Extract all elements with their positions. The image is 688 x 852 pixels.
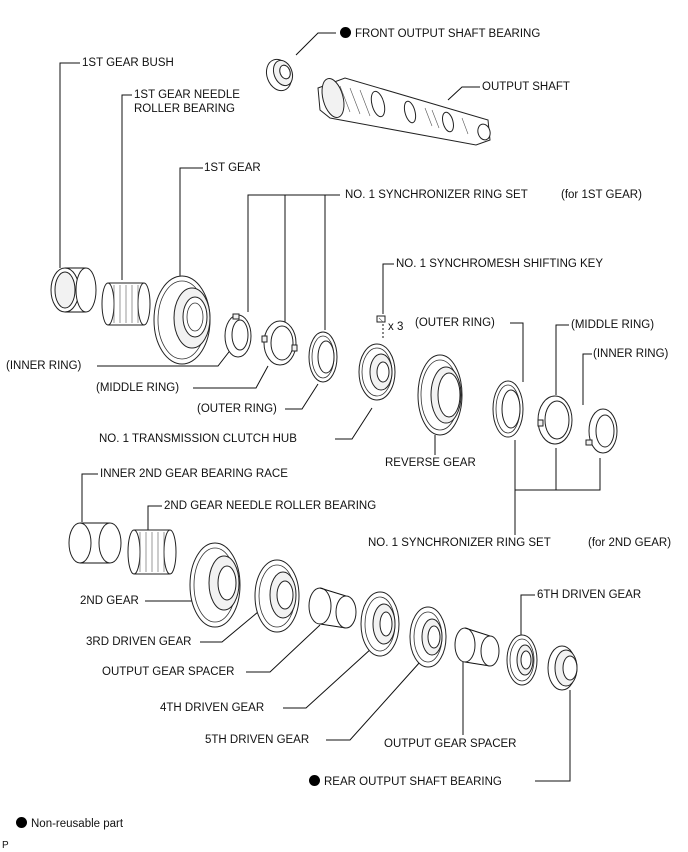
output-spacer-2-drawing xyxy=(454,627,500,667)
leader-front-bearing xyxy=(295,32,336,56)
label-1st-gear: 1ST GEAR xyxy=(204,162,261,174)
1st-inner-ring-drawing xyxy=(224,313,252,358)
reverse-gear-drawing xyxy=(417,354,463,436)
label-1st-needle-bearing-line2: ROLLER BEARING xyxy=(134,103,235,115)
2nd-middle-ring-drawing xyxy=(537,395,573,445)
leader-lines xyxy=(59,32,601,782)
1st-outer-ring-drawing xyxy=(308,331,338,383)
leader-1st-needle-bearing xyxy=(121,94,132,280)
label-output-shaft: OUTPUT SHAFT xyxy=(482,81,570,93)
leader-outer-ring-2 xyxy=(510,322,524,382)
leader-1st-gear xyxy=(179,167,203,280)
leader-output-spacer-1 xyxy=(246,624,321,673)
legend-non-reusable: Non-reusable part xyxy=(16,817,123,831)
leader-inner-ring-2 xyxy=(582,353,592,405)
front-output-shaft-bearing-drawing xyxy=(265,58,294,92)
leader-middle-ring-1 xyxy=(193,365,269,389)
label-inner-ring-2: (INNER RING) xyxy=(593,348,669,360)
leader-rear-bearing xyxy=(535,690,571,782)
shifting-key-drawing xyxy=(376,315,386,340)
label-middle-ring-2: (MIDDLE RING) xyxy=(571,319,655,331)
1st-gear-bush-drawing xyxy=(50,267,97,313)
label-rear-output-shaft-bearing: REAR OUTPUT SHAFT BEARING xyxy=(309,775,502,789)
6th-driven-gear-drawing xyxy=(506,634,538,686)
label-reverse-gear: REVERSE GEAR xyxy=(385,457,476,469)
label-for-2nd-gear: (for 2ND GEAR) xyxy=(588,537,672,549)
leader-1st-gear-bush xyxy=(59,62,80,268)
label-outer-ring-2: (OUTER RING) xyxy=(415,317,495,329)
label-1st-gear-bush: 1ST GEAR BUSH xyxy=(82,57,174,69)
clutch-hub-drawing xyxy=(358,343,396,401)
label-output-gear-spacer-2: OUTPUT GEAR SPACER xyxy=(384,738,517,750)
2nd-outer-ring-drawing xyxy=(492,380,524,438)
leader-5th-driven-gear xyxy=(326,661,421,741)
output-shaft-drawing xyxy=(317,77,491,146)
label-for-1st-gear: (for 1ST GEAR) xyxy=(561,189,642,201)
3rd-driven-gear-drawing xyxy=(254,559,300,633)
corner-code: P xyxy=(2,840,9,851)
2nd-needle-bearing-drawing xyxy=(127,529,177,575)
4th-driven-gear-drawing xyxy=(360,591,400,657)
2nd-gear-drawing xyxy=(189,542,241,628)
label-5th-driven-gear: 5TH DRIVEN GEAR xyxy=(205,734,310,746)
label-3rd-driven-gear: 3RD DRIVEN GEAR xyxy=(86,636,192,648)
label-output-gear-spacer-1: OUTPUT GEAR SPACER xyxy=(102,666,235,678)
rear-output-shaft-bearing-drawing xyxy=(547,645,578,691)
leader-outer-ring-1 xyxy=(285,383,319,410)
label-6th-driven-gear: 6TH DRIVEN GEAR xyxy=(537,589,642,601)
label-2nd-gear: 2ND GEAR xyxy=(80,595,139,607)
label-sync-ring-set-2: NO. 1 SYNCHRONIZER RING SET xyxy=(368,537,551,549)
leader-inner-2nd-race xyxy=(81,473,98,522)
label-middle-ring-1: (MIDDLE RING) xyxy=(96,382,180,394)
non-reusable-dot-icon xyxy=(309,775,320,786)
inner-2nd-race-drawing xyxy=(68,522,122,564)
leader-3rd-driven-gear xyxy=(200,611,259,643)
label-clutch-hub: NO. 1 TRANSMISSION CLUTCH HUB xyxy=(99,433,297,445)
leader-output-shaft xyxy=(447,86,480,101)
non-reusable-dot-icon xyxy=(340,27,351,38)
leader-2nd-needle-bearing xyxy=(147,505,162,530)
leader-inner-ring-1 xyxy=(97,347,233,367)
label-sync-ring-set-1: NO. 1 SYNCHRONIZER RING SET xyxy=(345,189,528,201)
leader-middle-ring-2 xyxy=(555,324,569,395)
leader-sync-set-1 xyxy=(247,194,340,312)
5th-driven-gear-drawing xyxy=(409,606,447,668)
leader-6th-driven-gear xyxy=(520,594,535,635)
output-spacer-1-drawing xyxy=(308,587,357,629)
leader-shifting-key xyxy=(382,263,394,314)
2nd-inner-ring-drawing xyxy=(585,408,618,454)
label-4th-driven-gear: 4TH DRIVEN GEAR xyxy=(160,702,265,714)
label-front-output-shaft-bearing: FRONT OUTPUT SHAFT BEARING xyxy=(340,27,540,41)
label-inner-2nd-race: INNER 2ND GEAR BEARING RACE xyxy=(100,468,288,480)
label-shifting-key: NO. 1 SYNCHROMESH SHIFTING KEY xyxy=(396,258,604,270)
1st-gear-drawing xyxy=(153,275,211,365)
leader-sync-set-2 xyxy=(514,458,601,535)
1st-gear-needle-bearing-drawing xyxy=(101,282,151,326)
leader-4th-driven-gear xyxy=(283,647,373,709)
leader-clutch-hub xyxy=(335,407,373,440)
label-2nd-needle-bearing: 2ND GEAR NEEDLE ROLLER BEARING xyxy=(164,500,377,512)
legend-dot-icon xyxy=(16,817,27,828)
label-inner-ring-1: (INNER RING) xyxy=(6,360,82,372)
label-qty-x3: x 3 xyxy=(388,321,404,333)
label-1st-needle-bearing-line1: 1ST GEAR NEEDLE xyxy=(134,89,240,101)
label-outer-ring-1: (OUTER RING) xyxy=(197,403,277,415)
1st-middle-ring-drawing xyxy=(261,320,298,366)
